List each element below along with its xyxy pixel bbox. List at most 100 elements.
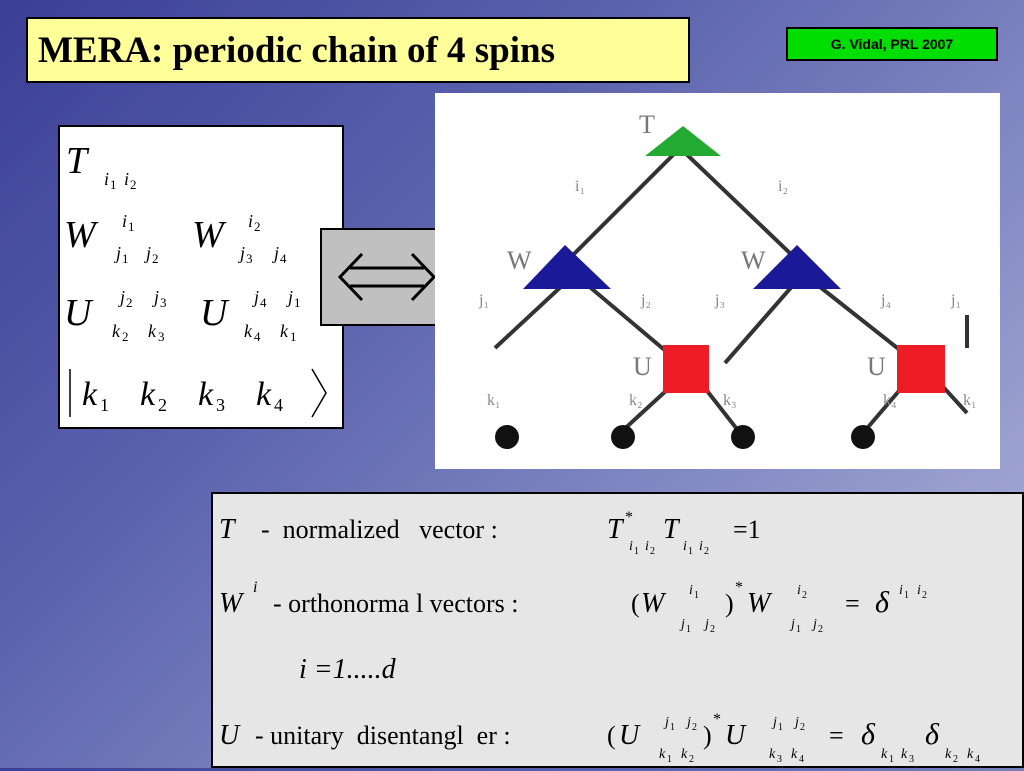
double-arrow-icon bbox=[337, 252, 437, 302]
svg-text:j: j bbox=[771, 715, 777, 730]
svg-text:3: 3 bbox=[909, 754, 914, 765]
tensor-U-left-square bbox=[663, 345, 709, 393]
svg-text:k: k bbox=[881, 747, 888, 762]
svg-text:U: U bbox=[867, 352, 886, 381]
svg-text:W: W bbox=[741, 246, 766, 275]
site-dots bbox=[495, 425, 875, 449]
slide-title-box: MERA: periodic chain of 4 spins bbox=[26, 17, 690, 83]
svg-text:j: j bbox=[118, 287, 125, 307]
site-dot bbox=[731, 425, 755, 449]
svg-text:j: j bbox=[144, 243, 151, 263]
svg-text:j: j bbox=[793, 715, 799, 730]
svg-text:i: i bbox=[797, 583, 801, 598]
svg-text:(: ( bbox=[607, 721, 616, 750]
network-legs bbox=[493, 146, 969, 435]
svg-text:U: U bbox=[64, 292, 94, 334]
svg-text:1: 1 bbox=[688, 546, 693, 557]
svg-text:i: i bbox=[629, 539, 633, 554]
svg-text:4: 4 bbox=[280, 251, 287, 266]
svg-text:j₁: j₁ bbox=[950, 292, 961, 309]
site-dot bbox=[851, 425, 875, 449]
tensor-U-right: U bbox=[867, 345, 945, 393]
svg-text:δ: δ bbox=[875, 586, 890, 619]
svg-text:k: k bbox=[901, 747, 908, 762]
svg-text:δ: δ bbox=[861, 718, 876, 751]
svg-text:i: i bbox=[253, 579, 257, 596]
svg-text:2: 2 bbox=[152, 251, 159, 266]
svg-text:3: 3 bbox=[246, 251, 253, 266]
svg-text:k: k bbox=[244, 321, 253, 341]
svg-text:i: i bbox=[699, 539, 703, 554]
svg-text:1: 1 bbox=[889, 754, 894, 765]
svg-text:j₂: j₂ bbox=[640, 292, 651, 309]
svg-text:T: T bbox=[66, 140, 90, 182]
svg-text:4: 4 bbox=[975, 754, 980, 765]
site-dot bbox=[495, 425, 519, 449]
svg-text:2: 2 bbox=[818, 624, 823, 635]
svg-text:2: 2 bbox=[800, 722, 805, 733]
svg-text:k: k bbox=[791, 747, 798, 762]
svg-text:2: 2 bbox=[254, 219, 261, 234]
svg-text:2: 2 bbox=[122, 329, 129, 344]
reference-text: G. Vidal, PRL 2007 bbox=[830, 36, 954, 52]
svg-text:T: T bbox=[219, 514, 237, 545]
svg-text:1: 1 bbox=[294, 295, 301, 310]
svg-text:k: k bbox=[967, 747, 974, 762]
svg-text:1: 1 bbox=[290, 329, 297, 344]
svg-text:W: W bbox=[641, 588, 667, 619]
svg-text:k: k bbox=[659, 747, 666, 762]
svg-text:U: U bbox=[219, 720, 241, 751]
svg-text:3: 3 bbox=[777, 754, 782, 765]
svg-text:k: k bbox=[769, 747, 776, 762]
svg-text:i: i bbox=[899, 583, 903, 598]
svg-text:T: T bbox=[607, 514, 625, 545]
svg-text:2: 2 bbox=[922, 590, 927, 601]
svg-text:=: = bbox=[845, 589, 860, 618]
svg-text:- orthonorma l vectors :: - orthonorma l vectors : bbox=[273, 589, 519, 618]
equivalence-box bbox=[320, 228, 454, 326]
svg-text:k: k bbox=[256, 376, 272, 413]
svg-text:j: j bbox=[238, 243, 245, 263]
tensor-U-left: U bbox=[633, 345, 709, 393]
svg-text:j: j bbox=[679, 617, 685, 632]
svg-text:j: j bbox=[703, 617, 709, 632]
svg-text:j: j bbox=[286, 287, 293, 307]
svg-text:k: k bbox=[148, 321, 157, 341]
svg-text:W: W bbox=[192, 214, 227, 256]
svg-text:i: i bbox=[104, 169, 109, 189]
svg-text:U: U bbox=[200, 292, 230, 334]
svg-text:2: 2 bbox=[802, 590, 807, 601]
svg-text:*: * bbox=[625, 509, 633, 526]
svg-text:j: j bbox=[789, 617, 795, 632]
svg-text:k: k bbox=[945, 747, 952, 762]
svg-text:j: j bbox=[685, 715, 691, 730]
svg-text:i: i bbox=[248, 211, 253, 231]
svg-text:k₄: k₄ bbox=[883, 392, 897, 409]
tensor-W-right-triangle bbox=[753, 245, 841, 289]
svg-text:i: i bbox=[645, 539, 649, 554]
svg-text:k: k bbox=[140, 376, 156, 413]
svg-text:1: 1 bbox=[778, 722, 783, 733]
svg-text:j: j bbox=[272, 243, 279, 263]
svg-text:W: W bbox=[64, 214, 99, 256]
svg-text:1: 1 bbox=[100, 395, 109, 415]
svg-text:2: 2 bbox=[126, 295, 133, 310]
svg-text:W: W bbox=[219, 588, 245, 619]
svg-text:4: 4 bbox=[799, 754, 804, 765]
svg-text:2: 2 bbox=[692, 722, 697, 733]
svg-text:): ) bbox=[725, 589, 734, 618]
svg-text:2: 2 bbox=[710, 624, 715, 635]
svg-text:2: 2 bbox=[689, 754, 694, 765]
svg-text:1: 1 bbox=[634, 546, 639, 557]
svg-text:j₃: j₃ bbox=[714, 292, 725, 309]
svg-text:3: 3 bbox=[160, 295, 167, 310]
svg-text:j₁: j₁ bbox=[478, 292, 489, 309]
